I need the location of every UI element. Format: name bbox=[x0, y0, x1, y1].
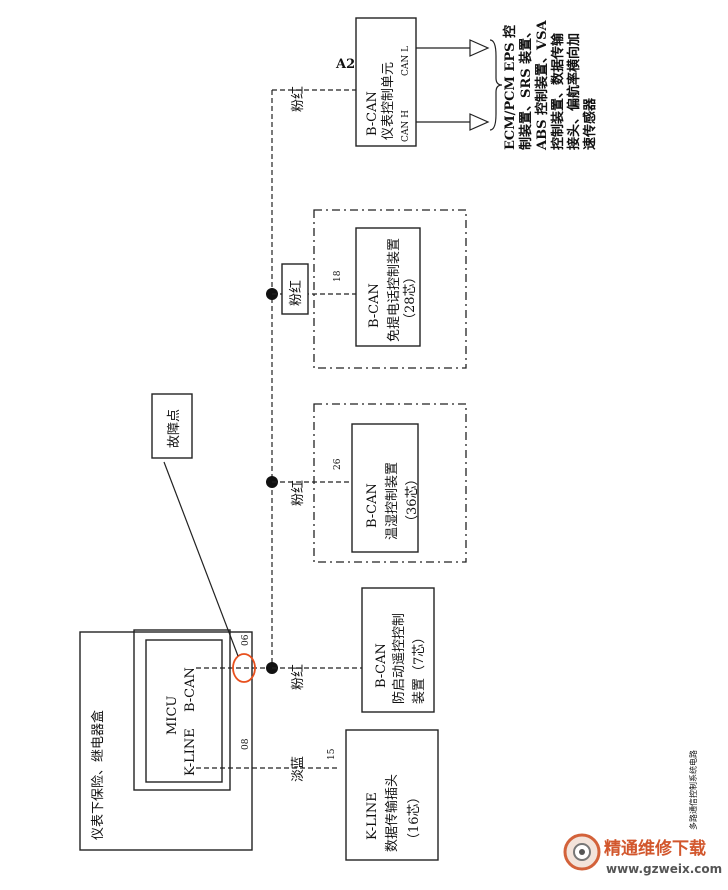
fault-circle bbox=[232, 653, 256, 683]
meter-l2: 仪表控制单元 bbox=[381, 62, 396, 140]
meter-box bbox=[355, 17, 417, 147]
can-h-arrow bbox=[469, 113, 490, 131]
watermark-url: www.gzweix.com bbox=[606, 862, 722, 876]
can-brace bbox=[489, 39, 503, 131]
micu-bcan-label: B-CAN bbox=[183, 667, 198, 712]
ecu-list-l6: 速传感器 bbox=[582, 97, 598, 150]
handsfree-box bbox=[355, 227, 421, 347]
kline-connector-box bbox=[345, 729, 439, 861]
watermark-name: 精通维修下载 bbox=[604, 838, 706, 859]
kline-connector-l3: （16芯） bbox=[407, 790, 422, 846]
handsfree-l3: （28芯） bbox=[403, 270, 418, 326]
ecu-list-l5: 接头、偏航率横向加 bbox=[566, 33, 582, 150]
ecu-list-l1: ECM/PCM EPS 控 bbox=[502, 25, 518, 150]
handsfree-dash-frame bbox=[313, 209, 467, 369]
pin-08: 08 bbox=[241, 738, 251, 750]
handsfree-wire-label-box bbox=[281, 263, 309, 315]
climate-dash-frame bbox=[313, 403, 467, 563]
immobilizer-l3: 装置（7芯） bbox=[412, 631, 427, 704]
ecu-list-l4: 控制装置、数据传输 bbox=[550, 32, 566, 150]
meter-l1: B-CAN bbox=[365, 91, 380, 136]
immobilizer-box bbox=[361, 587, 435, 713]
climate-l2: 温湿控制装置 bbox=[385, 462, 400, 540]
kline-wire-color: 淡蓝 bbox=[291, 756, 306, 782]
micu-box bbox=[145, 639, 223, 783]
handsfree-l1: B-CAN bbox=[367, 283, 382, 328]
immobilizer-l2: 防启动遥控控制 bbox=[391, 613, 407, 704]
meter-canh: CAN H bbox=[401, 110, 411, 142]
micu-kline-label: K-LINE bbox=[183, 728, 198, 776]
immobilizer-l1: B-CAN bbox=[374, 643, 389, 688]
immobilizer-wire-color: 粉红 bbox=[290, 664, 306, 690]
kline-connector-l2: 数据传输插头 bbox=[384, 774, 400, 852]
meter-wire-color: 粉红 bbox=[290, 86, 306, 112]
fault-label: 故障点 bbox=[167, 409, 182, 448]
climate-box bbox=[351, 423, 419, 553]
kline-connector-l1: K-LINE bbox=[365, 792, 380, 840]
climate-pin: 26 bbox=[333, 458, 343, 470]
handsfree-l2: 免提电话控制装置 bbox=[386, 238, 402, 342]
meter-canl: CAN L bbox=[401, 46, 411, 76]
climate-wire-color: 粉红 bbox=[290, 480, 306, 506]
micu-frame bbox=[133, 629, 231, 791]
handsfree-wire-color: 粉红 bbox=[288, 280, 304, 306]
watermark-logo bbox=[563, 833, 601, 871]
figure-caption: 多路通信控制系统电路 bbox=[688, 750, 698, 830]
fault-label-box bbox=[151, 393, 193, 459]
fault-pointer bbox=[163, 461, 239, 657]
pin-06: 06 bbox=[241, 634, 251, 646]
handsfree-pin: 18 bbox=[333, 270, 343, 282]
fuse-box-label: 仪表下保险、继电器盒 bbox=[90, 710, 106, 840]
ecu-list-l3: ABS 控制装置、VSA bbox=[534, 20, 550, 151]
climate-l1: B-CAN bbox=[365, 483, 380, 528]
can-l-arrow bbox=[469, 39, 490, 57]
climate-l3: （36芯） bbox=[405, 472, 420, 528]
kline-pin-15: 15 bbox=[327, 748, 337, 760]
micu-title: MICU bbox=[165, 696, 180, 735]
ecu-list-l2: 制装置、SRS 装置、 bbox=[518, 25, 534, 150]
